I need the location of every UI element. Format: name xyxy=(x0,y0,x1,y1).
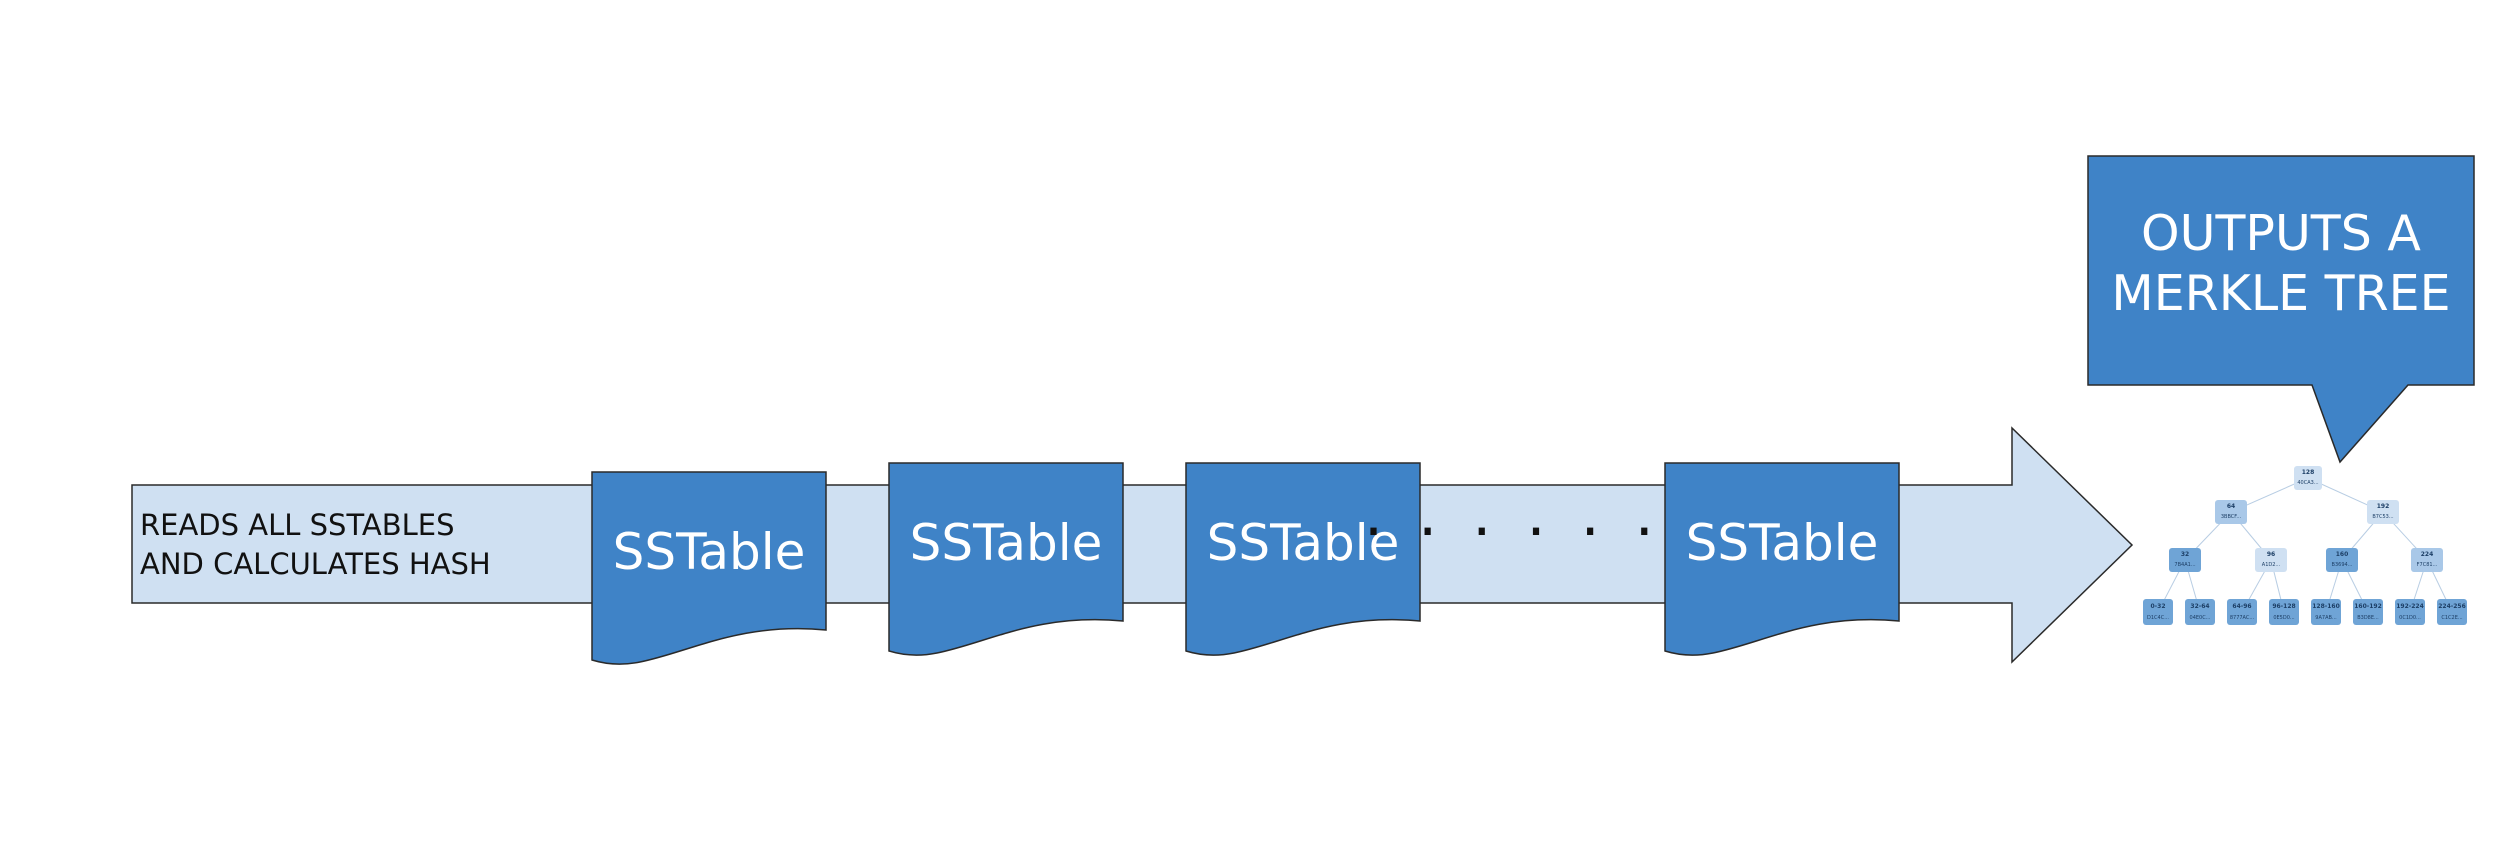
tree-node-label: 128-160 xyxy=(2312,603,2340,610)
merkle-level2-node: 96 A1D2... xyxy=(2255,548,2287,572)
tree-node-hash: 8777AC... xyxy=(2230,615,2255,621)
sstable-document-shape xyxy=(1664,462,1900,656)
arrow-label-line2: AND CALCULATES HASH xyxy=(140,547,491,581)
tree-node-label: 96-128 xyxy=(2272,603,2295,610)
arrow-label-line1: READS ALL SSTABLES xyxy=(140,508,455,542)
tree-node-label: 192-224 xyxy=(2396,603,2424,610)
merkle-level2-node: 224 F7C81... xyxy=(2411,548,2443,572)
sstable-label: SSTable xyxy=(1686,514,1879,572)
sstable-label: SSTable xyxy=(910,514,1103,572)
callout-line2: MERKLE TREE xyxy=(2111,265,2450,322)
merkle-leaf-node: 160-192 B3D8E... xyxy=(2353,599,2383,625)
tree-node-label: 64-96 xyxy=(2232,603,2251,610)
merkle-root-node: 128 40CA3... xyxy=(2294,466,2322,490)
merkle-leaf-node: 32-64 04E0C... xyxy=(2185,599,2215,625)
tree-node-label: 224-256 xyxy=(2438,603,2466,610)
tree-node-hash: 0C1D0... xyxy=(2399,615,2421,621)
sstable-document-shape xyxy=(888,462,1124,656)
tree-node-hash: 04E0C... xyxy=(2190,615,2211,621)
tree-node-hash: F7C81... xyxy=(2417,562,2438,568)
tree-node-hash: B3694... xyxy=(2332,562,2353,568)
tree-node-hash: 7B4A1... xyxy=(2174,562,2196,568)
tree-node-label: 64 xyxy=(2227,503,2235,510)
merkle-tree-edges xyxy=(2157,477,2453,613)
tree-node-label: 96 xyxy=(2267,551,2275,558)
sstable-document-3: SSTable xyxy=(1185,462,1421,656)
sstable-document-shape xyxy=(1185,462,1421,656)
tree-node-hash: D1C4C... xyxy=(2147,615,2169,621)
merkle-leaf-node: 96-128 0E5D0... xyxy=(2269,599,2299,625)
sstable-document-4: SSTable xyxy=(1664,462,1900,656)
tree-node-label: 160 xyxy=(2336,551,2349,558)
tree-node-hash: 3BBCF... xyxy=(2221,514,2242,520)
merkle-leaf-node: 224-256 C1C2E... xyxy=(2437,599,2467,625)
tree-node-label: 128 xyxy=(2302,469,2315,476)
tree-node-label: 32-64 xyxy=(2190,603,2209,610)
callout-line1: OUTPUTS A xyxy=(2141,205,2421,262)
merkle-level2-node: 160 B3694... xyxy=(2326,548,2358,572)
tree-node-hash: 0E5D0... xyxy=(2273,615,2295,621)
merkle-level2-node: 32 7B4A1... xyxy=(2169,548,2201,572)
tree-node-hash: 9A7AB... xyxy=(2315,615,2337,621)
tree-node-label: 192 xyxy=(2377,503,2390,510)
sstable-document-shape xyxy=(591,471,827,665)
merkle-tree: 128 40CA3... 64 3BBCF... 192 B7C53... 32… xyxy=(2143,466,2467,625)
sstable-label: SSTable xyxy=(613,523,806,581)
tree-node-hash: B7C53... xyxy=(2372,514,2394,520)
merkle-callout: OUTPUTS A MERKLE TREE xyxy=(2087,155,2475,464)
tree-node-hash: B3D8E... xyxy=(2357,615,2379,621)
callout-shape xyxy=(2087,155,2475,464)
tree-node-label: 160-192 xyxy=(2354,603,2382,610)
tree-node-hash: 40CA3... xyxy=(2297,480,2319,486)
sstable-document-1: SSTable xyxy=(591,471,827,665)
ellipsis-dots: · · · · · · · xyxy=(1364,497,1716,567)
merkle-leaf-node: 0-32 D1C4C... xyxy=(2143,599,2173,625)
merkle-leaf-node: 128-160 9A7AB... xyxy=(2311,599,2341,625)
tree-node-hash: A1D2... xyxy=(2262,562,2281,568)
tree-node-hash: C1C2E... xyxy=(2441,615,2463,621)
merkle-level1-node: 64 3BBCF... xyxy=(2215,500,2247,524)
merkle-level1-node: 192 B7C53... xyxy=(2367,500,2399,524)
tree-node-label: 224 xyxy=(2421,551,2434,558)
tree-node-label: 32 xyxy=(2181,551,2189,558)
merkle-leaf-node: 192-224 0C1D0... xyxy=(2395,599,2425,625)
sstable-document-2: SSTable xyxy=(888,462,1124,656)
sstable-label: SSTable xyxy=(1207,514,1400,572)
merkle-leaf-node: 64-96 8777AC... xyxy=(2227,599,2257,625)
tree-node-label: 0-32 xyxy=(2150,603,2165,610)
